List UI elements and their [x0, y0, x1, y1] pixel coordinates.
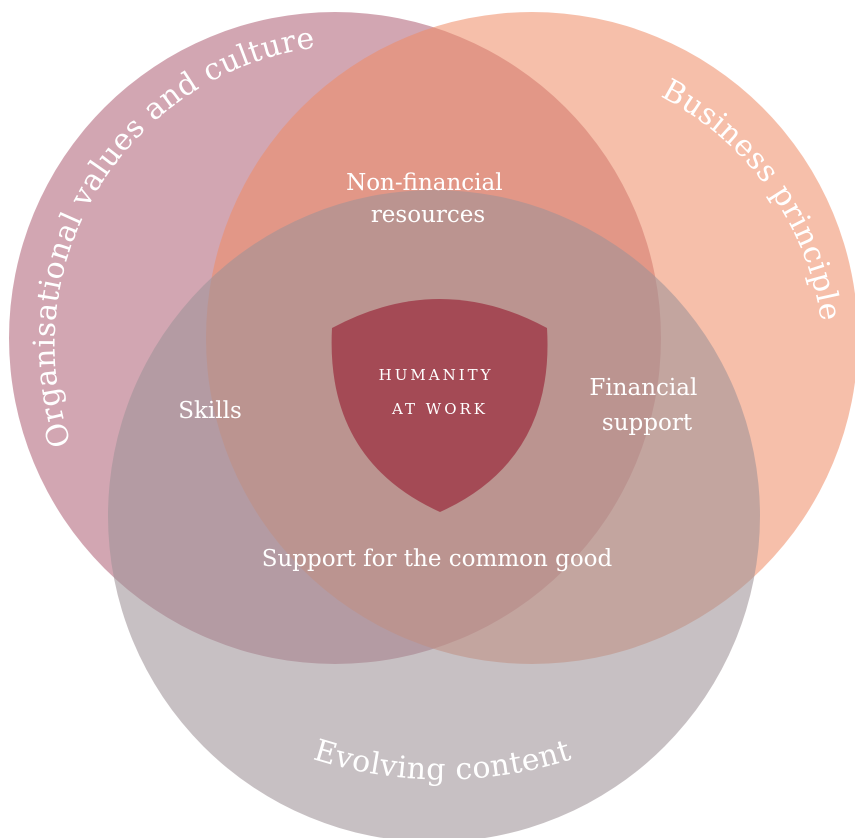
zone-financial-support: Financial support	[589, 375, 704, 436]
zone-non-financial-line-1: Non-financial	[346, 170, 503, 196]
zone-non-financial-resources: Non-financial resources	[346, 170, 510, 228]
zone-common-good: Support for the common good	[262, 546, 613, 572]
core-label-line-1: HUMANITY	[379, 366, 494, 384]
humanity-at-work-shield	[331, 299, 548, 512]
zone-financial-line-2: support	[602, 410, 693, 436]
zone-non-financial-line-2: resources	[371, 202, 485, 228]
zone-skills: Skills	[178, 398, 242, 424]
zone-financial-line-1: Financial	[589, 375, 697, 401]
core-label: HUMANITY AT WORK	[379, 366, 502, 418]
core-label-line-2: AT WORK	[391, 400, 488, 418]
circle-evolving-content	[108, 190, 760, 838]
